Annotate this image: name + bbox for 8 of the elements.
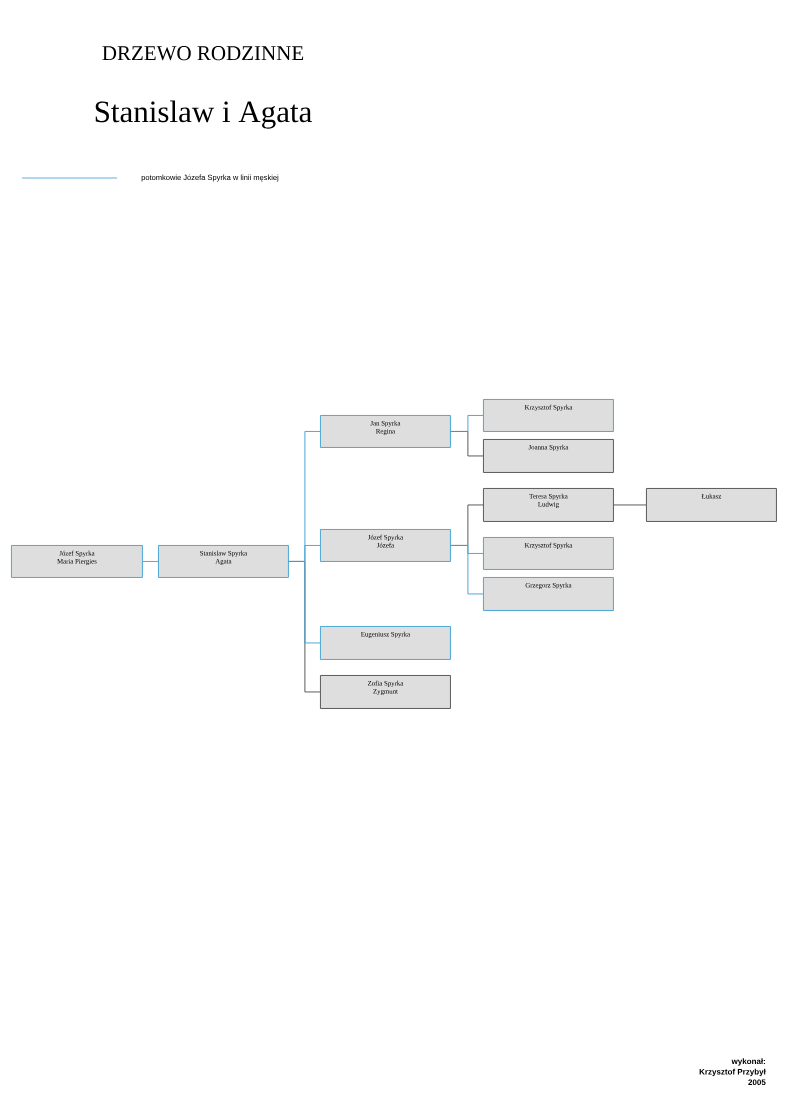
connector-line [142, 561, 159, 562]
connector-line [288, 561, 321, 644]
subtitle: Stanislaw i Agata [95, 100, 312, 129]
credit-text: wykonał: Krzysztof Przybył 2005 [699, 1058, 766, 1086]
connector-line [613, 504, 647, 506]
connector-line [450, 545, 484, 595]
connector-line [450, 415, 484, 432]
title: DRZEWO RODZINNE [102, 46, 304, 61]
